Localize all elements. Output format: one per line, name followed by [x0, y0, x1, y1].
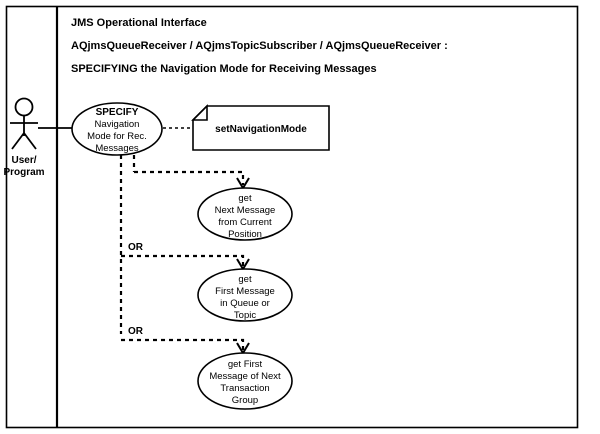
branch-path-3 [121, 338, 245, 350]
use-case-line-3: Transaction [220, 383, 269, 394]
branch-path-2 [121, 254, 245, 266]
note-folded-corner-icon [191, 104, 208, 121]
use-case-line-4: Topic [234, 310, 256, 321]
use-case-line-3: from Current [218, 217, 272, 228]
use-case-line-3: in Queue or [220, 298, 270, 309]
use-case-line-1: SPECIFY [96, 107, 139, 118]
use-case-get-next-message[interactable]: get Next Message from Current Position [197, 187, 293, 241]
use-case-line-4: Messages [95, 143, 139, 154]
or-label-1: OR [128, 242, 144, 253]
use-case-line-2: Navigation [95, 119, 140, 130]
use-case-line-4: Position [228, 229, 262, 240]
use-case-line-1: get [238, 274, 252, 285]
actor-label-line-2: Program [3, 167, 44, 178]
actor-leg-right [23, 132, 37, 150]
use-case-line-4: Group [232, 395, 258, 406]
use-case-line-2: First Message [215, 286, 275, 297]
stick-figure-actor-icon [14, 97, 34, 117]
use-case-specify-navigation-mode[interactable]: SPECIFY Navigation Mode for Rec. Message… [71, 102, 163, 156]
title-line-1: JMS Operational Interface [71, 17, 207, 29]
use-case-line-2: Message of Next [209, 371, 281, 382]
use-case-ellipse [197, 352, 293, 410]
use-case-line-3: Mode for Rec. [87, 131, 147, 142]
use-case-line-1: get First [228, 359, 263, 370]
use-case-get-first-message-next-transaction-group[interactable]: get First Message of Next Transaction Gr… [197, 352, 293, 410]
use-case-line-2: Next Message [215, 205, 276, 216]
note-set-navigation-mode[interactable]: setNavigationMode [191, 104, 330, 151]
actor-user-program[interactable]: User/ Program [3, 97, 45, 179]
use-case-ellipse [71, 102, 163, 156]
use-case-get-first-message-queue-topic[interactable]: get First Message in Queue or Topic [197, 268, 293, 322]
use-case-ellipse [197, 187, 293, 241]
title-line-2: AQjmsQueueReceiver / AQjmsTopicSubscribe… [71, 40, 448, 52]
title-line-3: SPECIFYING the Navigation Mode for Recei… [71, 63, 377, 75]
use-case-ellipse [197, 268, 293, 322]
actor-leg-left [11, 132, 25, 150]
note-text: setNavigationMode [215, 124, 307, 135]
actor-label-line-1: User/ [11, 155, 36, 166]
use-case-line-1: get [238, 193, 252, 204]
or-label-2: OR [128, 326, 144, 337]
